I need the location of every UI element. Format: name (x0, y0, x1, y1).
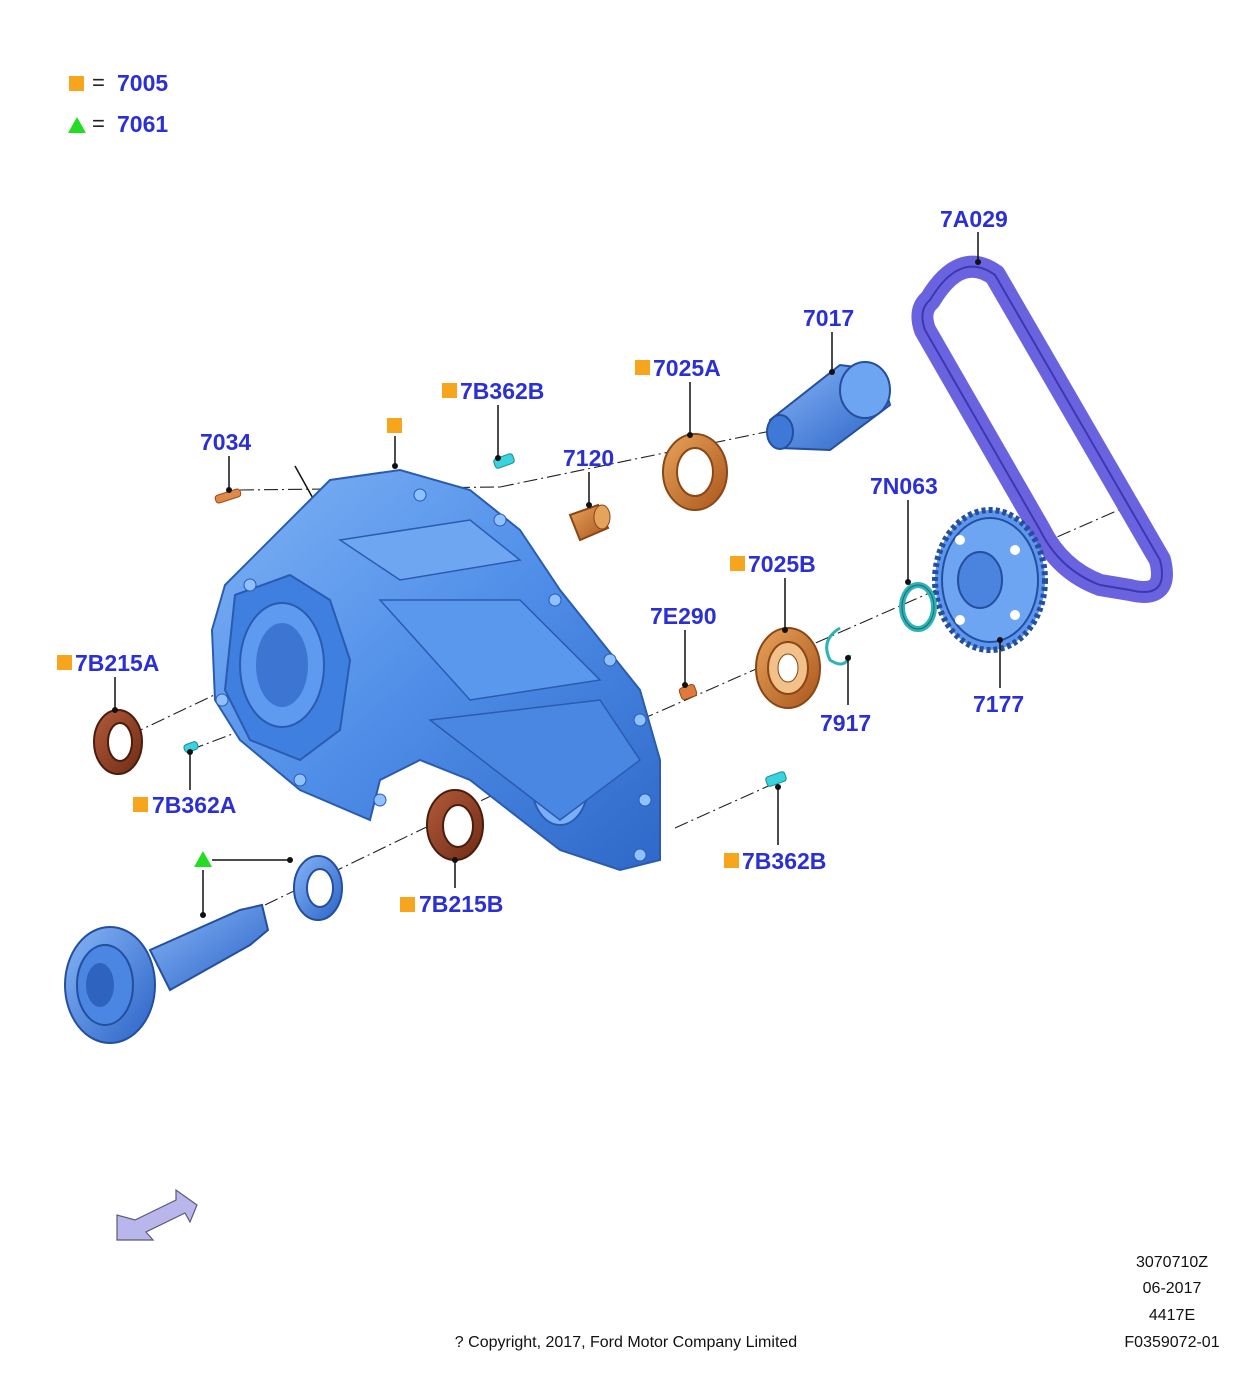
label-7025b: 7025B (748, 551, 816, 577)
part-7b362b-bottom-dowel (765, 771, 787, 787)
label-7917: 7917 (820, 710, 871, 736)
front-direction-arrow-icon (116, 1188, 198, 1241)
footer-ref3: F0359072-01 (1124, 1334, 1219, 1351)
axis-7b215a (129, 639, 331, 736)
part-7n063-seal (899, 582, 937, 632)
axis-upper-right (499, 426, 791, 488)
part-7177-gear (932, 507, 1048, 653)
legend-value-7005: 7005 (117, 70, 168, 96)
label-7b215a: 7B215A (75, 650, 159, 676)
sealant-markers (57, 360, 745, 912)
axis-7b362b-bottom (674, 782, 776, 829)
sealant-square-icon (724, 853, 739, 868)
sealant-square-icon (635, 360, 650, 375)
legend-equals-2: = (92, 111, 105, 136)
sealant-square-icon (133, 797, 148, 812)
sealant-square-icon (387, 418, 402, 433)
leader-lines (112, 232, 1003, 918)
label-7b362a: 7B362A (152, 792, 236, 818)
sealant-square-icon (69, 76, 84, 91)
transfer-case-housing (210, 468, 661, 872)
part-7025a-ring (662, 433, 728, 511)
part-7034-bolt (214, 488, 242, 504)
label-7034: 7034 (200, 429, 251, 455)
legend-value-7061: 7061 (117, 111, 168, 137)
part-7917-snap-ring (825, 626, 852, 666)
part-7120-bushing (568, 503, 611, 542)
label-7b215b: 7B215B (419, 891, 503, 917)
label-7120: 7120 (563, 445, 614, 471)
adhesive-triangle-icon (68, 117, 86, 133)
part-output-flange (64, 903, 270, 1044)
label-7n063: 7N063 (870, 473, 938, 499)
footer: 3070710Z 06-2017 4417E F0359072-01 ? Cop… (455, 1254, 1220, 1351)
label-7025a: 7025A (653, 355, 721, 381)
legend-equals-1: = (92, 70, 105, 95)
sealant-square-icon (57, 655, 72, 670)
label-7017: 7017 (803, 305, 854, 331)
part-labels: 7A029 7017 7025A 7B362B 7034 7120 7N063 … (75, 206, 1024, 917)
part-triangle-seal (293, 855, 343, 921)
part-7e290-plug (678, 683, 698, 701)
label-7a029: 7A029 (940, 206, 1008, 232)
footer-date: 06-2017 (1143, 1280, 1202, 1297)
label-7177: 7177 (973, 691, 1024, 717)
part-7b362b-top-dowel (493, 453, 515, 469)
legend: = 7005 = 7061 (68, 70, 168, 137)
label-7b362b-top: 7B362B (460, 378, 544, 404)
adhesive-triangle-icon (194, 851, 212, 867)
label-7b362b-bottom: 7B362B (742, 848, 826, 874)
sealant-square-icon (730, 556, 745, 571)
footer-ref1: 3070710Z (1136, 1254, 1208, 1271)
sealant-square-icon (442, 383, 457, 398)
footer-ref2: 4417E (1149, 1307, 1195, 1324)
part-7017-sleeve (766, 361, 892, 452)
footer-copyright: ? Copyright, 2017, Ford Motor Company Li… (455, 1334, 797, 1351)
part-7b215b-seal (426, 789, 484, 861)
part-7a029-chain (911, 255, 1173, 603)
sealant-square-icon (400, 897, 415, 912)
part-7025b-bearing (755, 627, 821, 709)
part-7b215a-seal (93, 709, 143, 775)
label-7e290: 7E290 (650, 603, 717, 629)
